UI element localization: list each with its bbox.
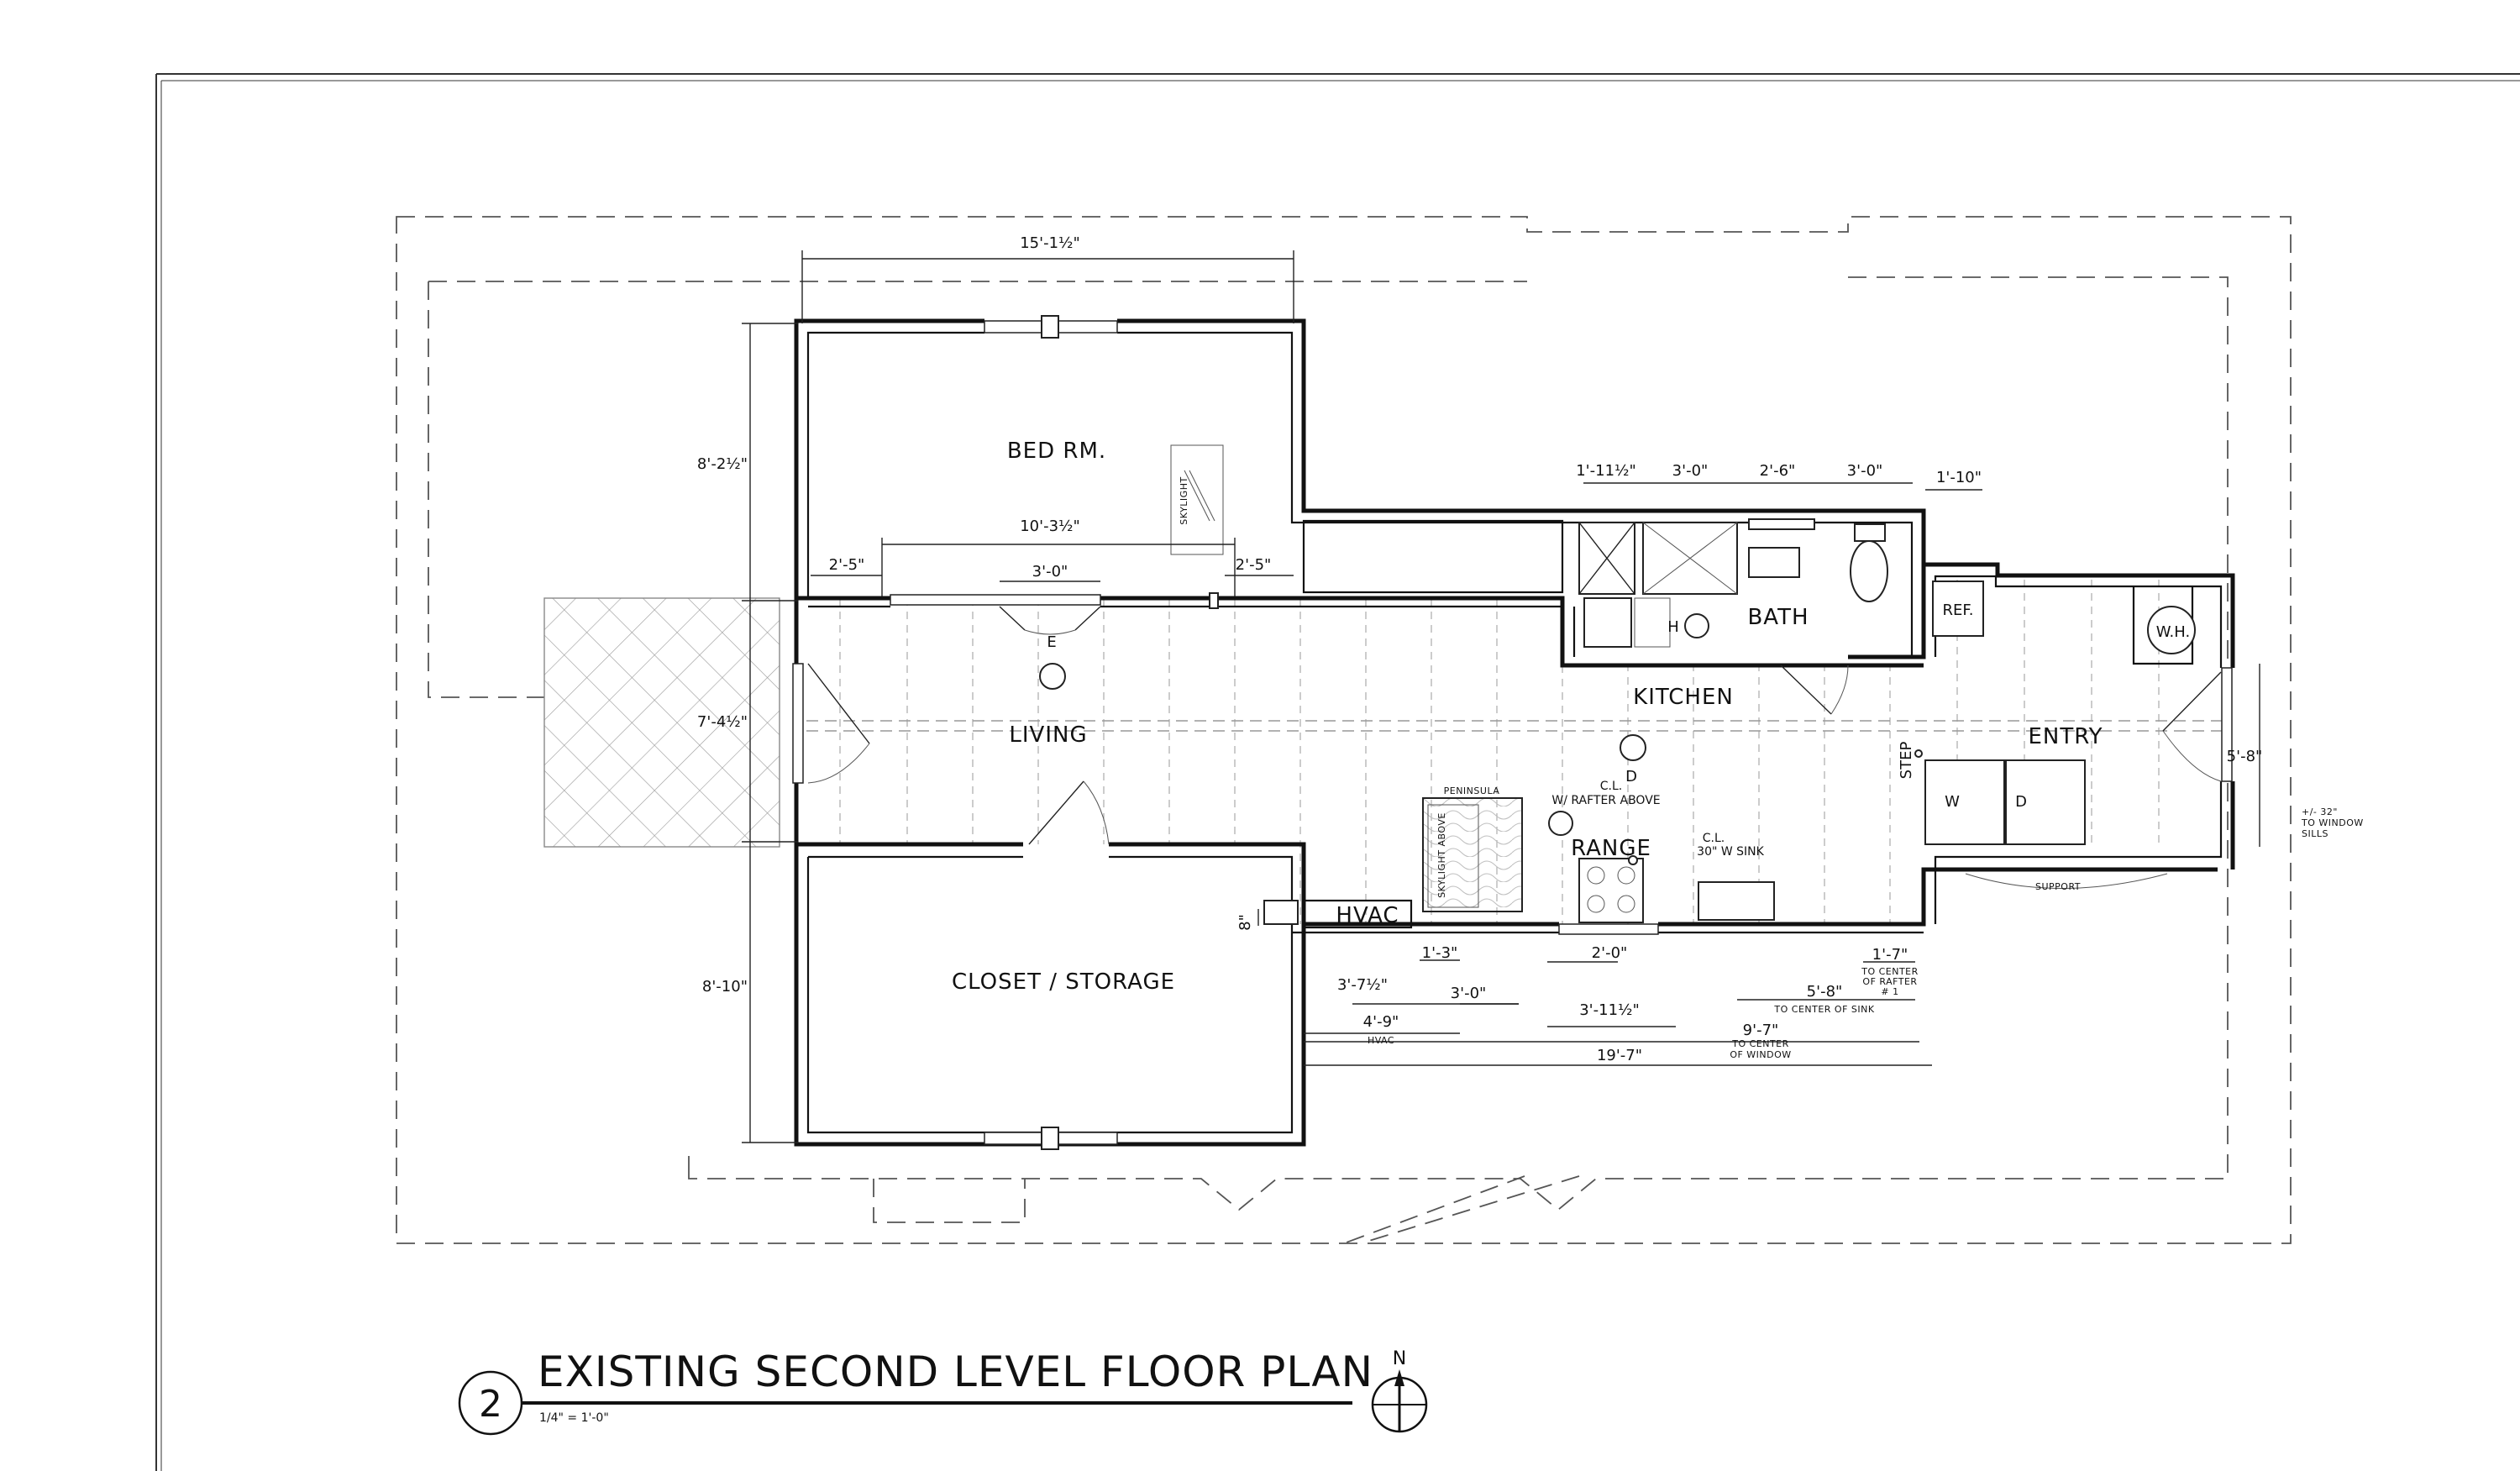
dim-door-width: 3'-0": [1032, 563, 1068, 581]
dim-bedroom-inner: 10'-3½": [1020, 517, 1080, 535]
dim-entry-height: 5'-8": [2227, 748, 2263, 765]
label-skylight: SKYLIGHT: [1179, 476, 1189, 524]
dim-k-17: 1'-7": [1872, 946, 1908, 964]
room-label-bedroom: BED RM.: [1007, 439, 1106, 464]
dim-k-13: 1'-3": [1422, 944, 1458, 962]
note-sill-2: TO WINDOW: [2301, 817, 2364, 828]
centerline-label-1: C.L.: [1600, 780, 1622, 793]
dim-k-17-note-3: # 1: [1881, 986, 1898, 997]
room-label-entry: ENTRY: [2028, 724, 2103, 749]
dim-bath-2: 3'-0": [1672, 462, 1709, 480]
fixtures: [1170, 444, 2196, 929]
label-ref: REF.: [1942, 602, 1973, 619]
dim-right-25: 2'-5": [1236, 556, 1272, 574]
dim-living-depth: 7'-4½": [697, 713, 748, 731]
plan-number: 2: [479, 1383, 502, 1426]
dim-bedroom-depth: 8'-2½": [697, 455, 748, 473]
dim-k-17-note-1: TO CENTER: [1861, 966, 1919, 977]
dim-bath-3: 2'-6": [1760, 462, 1796, 480]
label-water-heater: W.H.: [2156, 623, 2190, 641]
label-step: STEP: [1898, 742, 1915, 780]
north-label: N: [1393, 1348, 1406, 1369]
label-support: SUPPORT: [2035, 881, 2081, 892]
room-label-closet: CLOSET / STORAGE: [952, 969, 1175, 995]
room-label-living: LIVING: [1009, 722, 1087, 748]
light-label-d: D: [1625, 768, 1637, 785]
dim-k-58-note: TO CENTER OF SINK: [1773, 1004, 1874, 1015]
dim-bath-1: 1'-11½": [1576, 462, 1636, 480]
dim-k-97: 9'-7": [1743, 1022, 1779, 1039]
room-label-kitchen: KITCHEN: [1633, 685, 1734, 710]
dim-k-58: 5'-8": [1807, 983, 1843, 1001]
dim-k-311: 3'-11½": [1579, 1001, 1640, 1019]
label-peninsula: PENINSULA: [1444, 785, 1500, 796]
label-range: RANGE: [1571, 836, 1651, 861]
dim-overall-width: 15'-1½": [1020, 234, 1080, 252]
dim-closet-depth: 8'-10": [702, 978, 748, 996]
light-label-e: E: [1047, 633, 1056, 651]
label-skylight-above: SKYLIGHT ABOVE: [1436, 812, 1447, 898]
centerline-label-2: C.L.: [1703, 832, 1725, 845]
roof-outline: [396, 216, 2292, 1244]
light-fixtures: [1039, 613, 1709, 865]
room-label-bath: BATH: [1747, 605, 1809, 630]
label-hvac: HVAC: [1336, 903, 1399, 928]
dim-hvac-8: 8": [1236, 914, 1254, 931]
light-label-h: H: [1667, 618, 1679, 636]
dim-k-97-note-1: TO CENTER: [1731, 1038, 1789, 1049]
dim-k-49: 4'-9": [1363, 1013, 1399, 1031]
plan-scale: 1/4" = 1'-0": [539, 1411, 609, 1425]
plan-title: EXISTING SECOND LEVEL FLOOR PLAN: [538, 1348, 1373, 1396]
dim-left-25: 2'-5": [829, 556, 865, 574]
dimension-lines: [742, 250, 2260, 1143]
sheet-border: [155, 73, 2520, 1471]
dim-k-197: 19'-7": [1597, 1047, 1642, 1064]
plan-title-block: 2 EXISTING SECOND LEVEL FLOOR PLAN 1/4" …: [458, 1348, 1428, 1436]
label-dryer: D: [2015, 793, 2027, 811]
deck-hatch: [543, 597, 780, 848]
walls: [794, 318, 2235, 1147]
centerline-note-2: 30" W SINK: [1697, 845, 1764, 859]
note-sill-3: SILLS: [2302, 828, 2328, 839]
dim-k-20: 2'-0": [1592, 944, 1628, 962]
centerline-note-1: W/ RAFTER ABOVE: [1551, 794, 1660, 807]
dim-k-49-note: HVAC: [1368, 1035, 1394, 1046]
dim-k-37: 3'-7½": [1337, 976, 1388, 994]
windows: [792, 315, 2233, 1150]
dim-bath-4: 3'-0": [1847, 462, 1883, 480]
doors: [807, 606, 2222, 889]
dim-bath-5: 1'-10": [1936, 469, 1982, 486]
note-sill-1: +/- 32": [2302, 806, 2338, 817]
dim-k-30: 3'-0": [1451, 985, 1487, 1002]
dim-k-97-note-2: OF WINDOW: [1730, 1049, 1791, 1060]
dim-k-17-note-2: OF RAFTER: [1862, 976, 1917, 987]
label-washer: W: [1945, 793, 1960, 811]
